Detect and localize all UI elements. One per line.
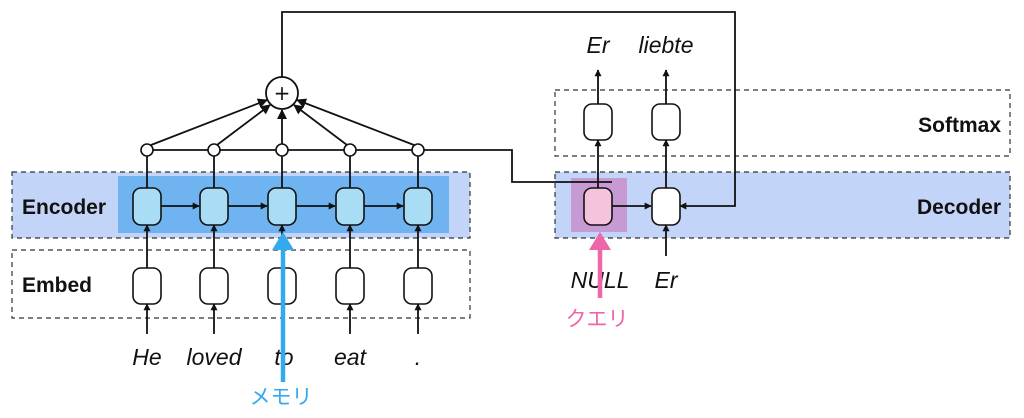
embed-cell-eat bbox=[335, 267, 365, 305]
decoder-input-er: Er bbox=[655, 267, 679, 293]
input-word-he: He bbox=[132, 344, 161, 370]
context-path bbox=[281, 11, 736, 210]
query-link-line bbox=[147, 149, 612, 183]
output-arrows bbox=[594, 69, 670, 104]
attention-node-1 bbox=[140, 143, 154, 157]
encoder-cell-3 bbox=[267, 187, 297, 226]
encoder-to-node-lines bbox=[146, 156, 419, 188]
combine-symbol: + bbox=[274, 81, 291, 105]
memory-label: メモリ bbox=[250, 385, 313, 409]
encoder-cell-1 bbox=[132, 187, 162, 226]
embed-label: Embed bbox=[22, 274, 92, 297]
attention-node-4 bbox=[343, 143, 357, 157]
query-label: クエリ bbox=[566, 307, 629, 331]
encoder-cell-2 bbox=[199, 187, 229, 226]
encoder-label: Encoder bbox=[22, 196, 106, 219]
embed-cell-period bbox=[403, 267, 433, 305]
attention-nodes bbox=[140, 143, 425, 157]
memory-arrowhead bbox=[272, 232, 294, 250]
decoder-cell-query bbox=[583, 187, 613, 226]
attention-arrows bbox=[150, 98, 415, 146]
encoder-cell-4 bbox=[335, 187, 365, 226]
input-word-period: . bbox=[415, 344, 421, 370]
decoder-cell-2 bbox=[651, 187, 681, 226]
softmax-cells bbox=[583, 103, 681, 141]
decoder-label: Decoder bbox=[917, 196, 1001, 219]
softmax-label: Softmax bbox=[918, 114, 1001, 137]
embed-box bbox=[11, 249, 471, 319]
attention-node-2 bbox=[207, 143, 221, 157]
encoder-cell-5 bbox=[403, 187, 433, 226]
decoder-band bbox=[554, 171, 1011, 239]
input-word-eat: eat bbox=[334, 344, 368, 370]
softmax-box bbox=[554, 89, 1011, 157]
embed-cell-loved bbox=[199, 267, 229, 305]
embed-cell-he bbox=[132, 267, 162, 305]
query-arrowhead bbox=[589, 232, 611, 250]
output-word-liebte: liebte bbox=[639, 32, 694, 58]
input-word-loved: loved bbox=[187, 344, 243, 370]
softmax-cell-2 bbox=[651, 103, 681, 141]
attention-node-3 bbox=[275, 143, 289, 157]
input-arrows bbox=[143, 303, 422, 334]
encoder-cells bbox=[132, 187, 433, 226]
softmax-cell-1 bbox=[583, 103, 613, 141]
output-word-er: Er bbox=[587, 32, 611, 58]
attention-node-5 bbox=[411, 143, 425, 157]
decoder-to-softmax-arrows bbox=[594, 139, 670, 188]
